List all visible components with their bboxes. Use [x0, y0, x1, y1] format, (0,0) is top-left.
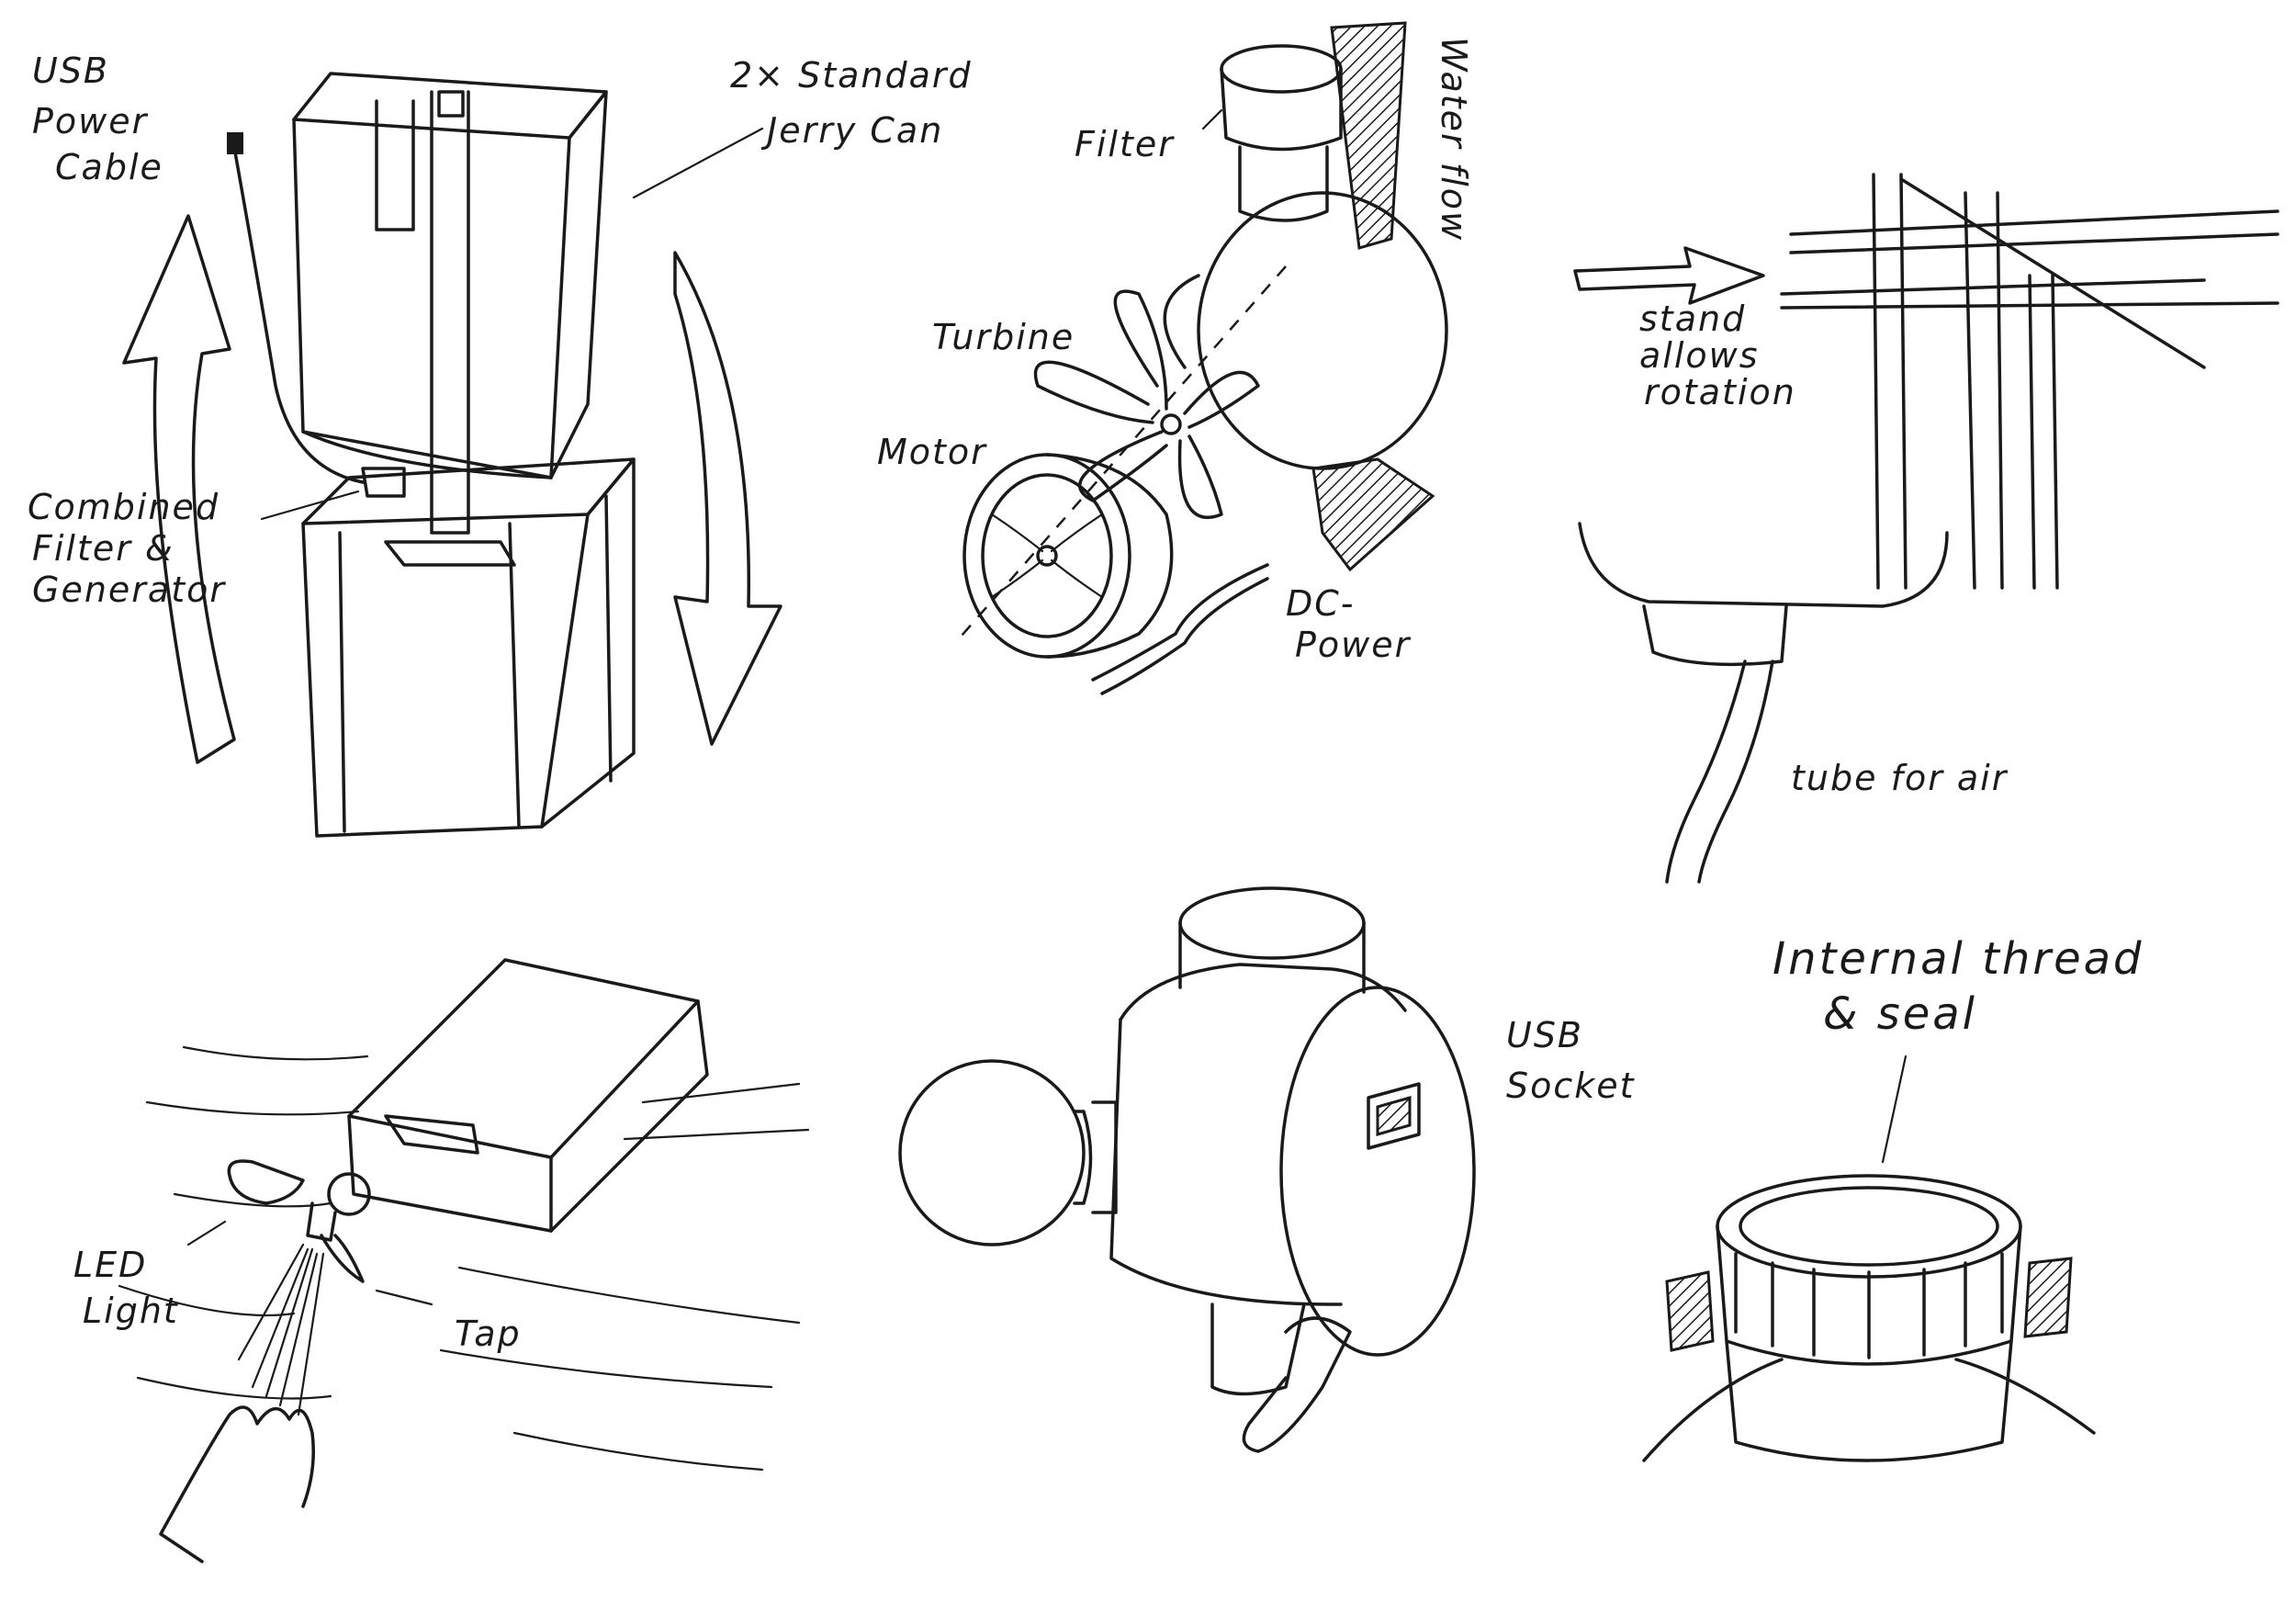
- rotating-stand-sketch: [1573, 173, 2279, 884]
- label-led-light-line2: Light: [83, 1291, 179, 1331]
- annotation-labels: USB Power Cable 2× Standard Jerry Can Co…: [28, 37, 2144, 1354]
- label-dc-power-line1: DC-: [1286, 583, 1356, 624]
- label-turbine: Turbine: [932, 317, 1075, 357]
- label-stand-line1: stand: [1639, 299, 1746, 339]
- label-filter: Filter: [1075, 124, 1175, 164]
- label-tube-for-air: tube for air: [1791, 758, 2009, 798]
- label-usb-socket-line2: Socket: [1506, 1066, 1636, 1106]
- label-stand-line2: allows: [1639, 335, 1760, 376]
- label-usb-power-cable-line1: USB: [32, 51, 109, 91]
- label-dc-power-line2: Power: [1295, 625, 1412, 665]
- label-usb-socket-line1: USB: [1506, 1015, 1583, 1055]
- generator-housing-sketch: [898, 886, 1476, 1453]
- label-combined-line2: Filter &: [32, 528, 174, 569]
- stacked-jerry-cans-sketch: [122, 72, 782, 838]
- label-usb-power-cable-line3: Cable: [55, 147, 163, 187]
- label-stand-line3: rotation: [1644, 372, 1796, 412]
- internal-thread-sketch: [1642, 1054, 2096, 1462]
- label-internal-thread-line2: & seal: [1823, 988, 1977, 1040]
- label-jerry-can-line1: 2× Standard: [730, 55, 973, 96]
- label-internal-thread-line1: Internal thread: [1773, 933, 2144, 985]
- label-motor: Motor: [877, 432, 987, 472]
- label-usb-power-cable-line2: Power: [32, 101, 149, 141]
- label-tap: Tap: [455, 1314, 522, 1354]
- label-water-flow: Water flow: [1434, 37, 1474, 242]
- label-jerry-can-line2: Jerry Can: [760, 110, 943, 151]
- turbine-generator-sketch: [954, 21, 1448, 695]
- label-combined-line1: Combined: [28, 487, 219, 527]
- tap-in-use-sketch: [118, 958, 810, 1563]
- label-led-light-line1: LED: [73, 1245, 147, 1285]
- label-combined-line3: Generator: [32, 570, 226, 610]
